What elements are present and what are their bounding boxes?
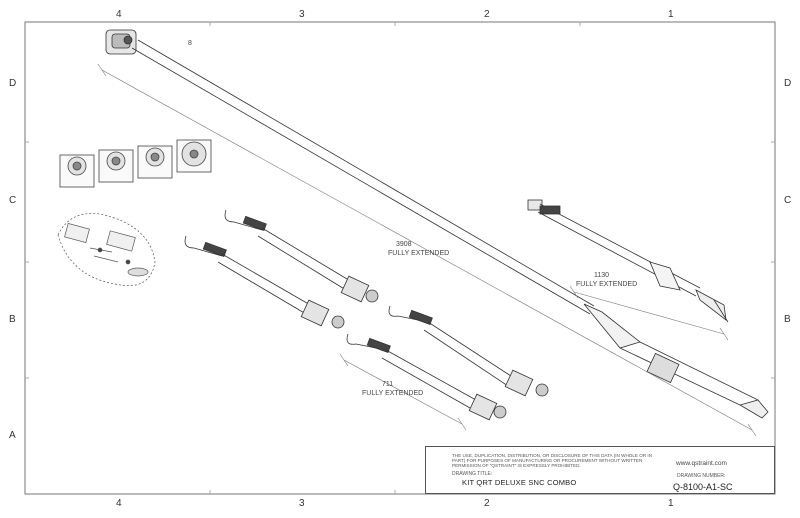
drawing-border <box>24 21 776 495</box>
zone-left-B: B <box>9 314 16 325</box>
drawing-number: Q-8100-A1-SC <box>673 482 733 492</box>
zone-top-2: 2 <box>484 9 490 20</box>
zone-right-D: D <box>784 78 792 89</box>
dim-long-note: FULLY EXTENDED <box>388 250 450 257</box>
zone-ticks <box>25 22 775 494</box>
dim-short-note: FULLY EXTENDED <box>362 390 424 397</box>
dim-long-value: 3908 <box>396 241 412 248</box>
long-strap-assembly <box>105 29 769 419</box>
item-balloon: 8 <box>188 40 192 47</box>
short-strap-2 <box>184 235 345 329</box>
short-strap-3 <box>388 305 549 397</box>
short-strap-4 <box>346 333 507 421</box>
company-website: www.qstraint.com <box>676 460 727 467</box>
drawing-number-label: DRAWING NUMBER: <box>677 473 726 479</box>
zone-left-C: C <box>9 195 17 206</box>
medium-strap-assembly <box>527 199 729 323</box>
zone-left-D: D <box>9 78 17 89</box>
confidentiality-notice: THE USE, DUPLICATION, DISTRIBUTION, OR D… <box>452 453 653 469</box>
zone-left-A: A <box>9 430 16 441</box>
dimension-line-medium <box>569 285 729 341</box>
zone-bottom-1: 1 <box>668 498 674 509</box>
zone-right-B: B <box>784 314 791 325</box>
zone-top-3: 3 <box>299 9 305 20</box>
long-strap-buckle <box>646 352 680 384</box>
dimension-line-long <box>97 63 757 437</box>
title-block: THE USE, DUPLICATION, DISTRIBUTION, OR D… <box>425 446 775 494</box>
drawing-title-label: DRAWING TITLE: <box>452 471 493 477</box>
dimension-line-short <box>339 353 467 431</box>
dim-medium-value: 1130 <box>594 272 610 279</box>
zone-bottom-3: 3 <box>299 498 305 509</box>
drawing-title: KIT QRT DELUXE SNC COMBO <box>462 478 577 487</box>
dim-medium-note: FULLY EXTENDED <box>576 281 638 288</box>
short-strap-1 <box>224 209 379 303</box>
zone-bottom-2: 2 <box>484 498 490 509</box>
floor-anchors <box>59 139 212 188</box>
zone-right-C: C <box>784 195 792 206</box>
hardware-kit <box>57 213 156 286</box>
zone-bottom-4: 4 <box>116 498 122 509</box>
zone-top-1: 1 <box>668 9 674 20</box>
dim-short-value: 711 <box>382 381 394 388</box>
zone-top-4: 4 <box>116 9 122 20</box>
